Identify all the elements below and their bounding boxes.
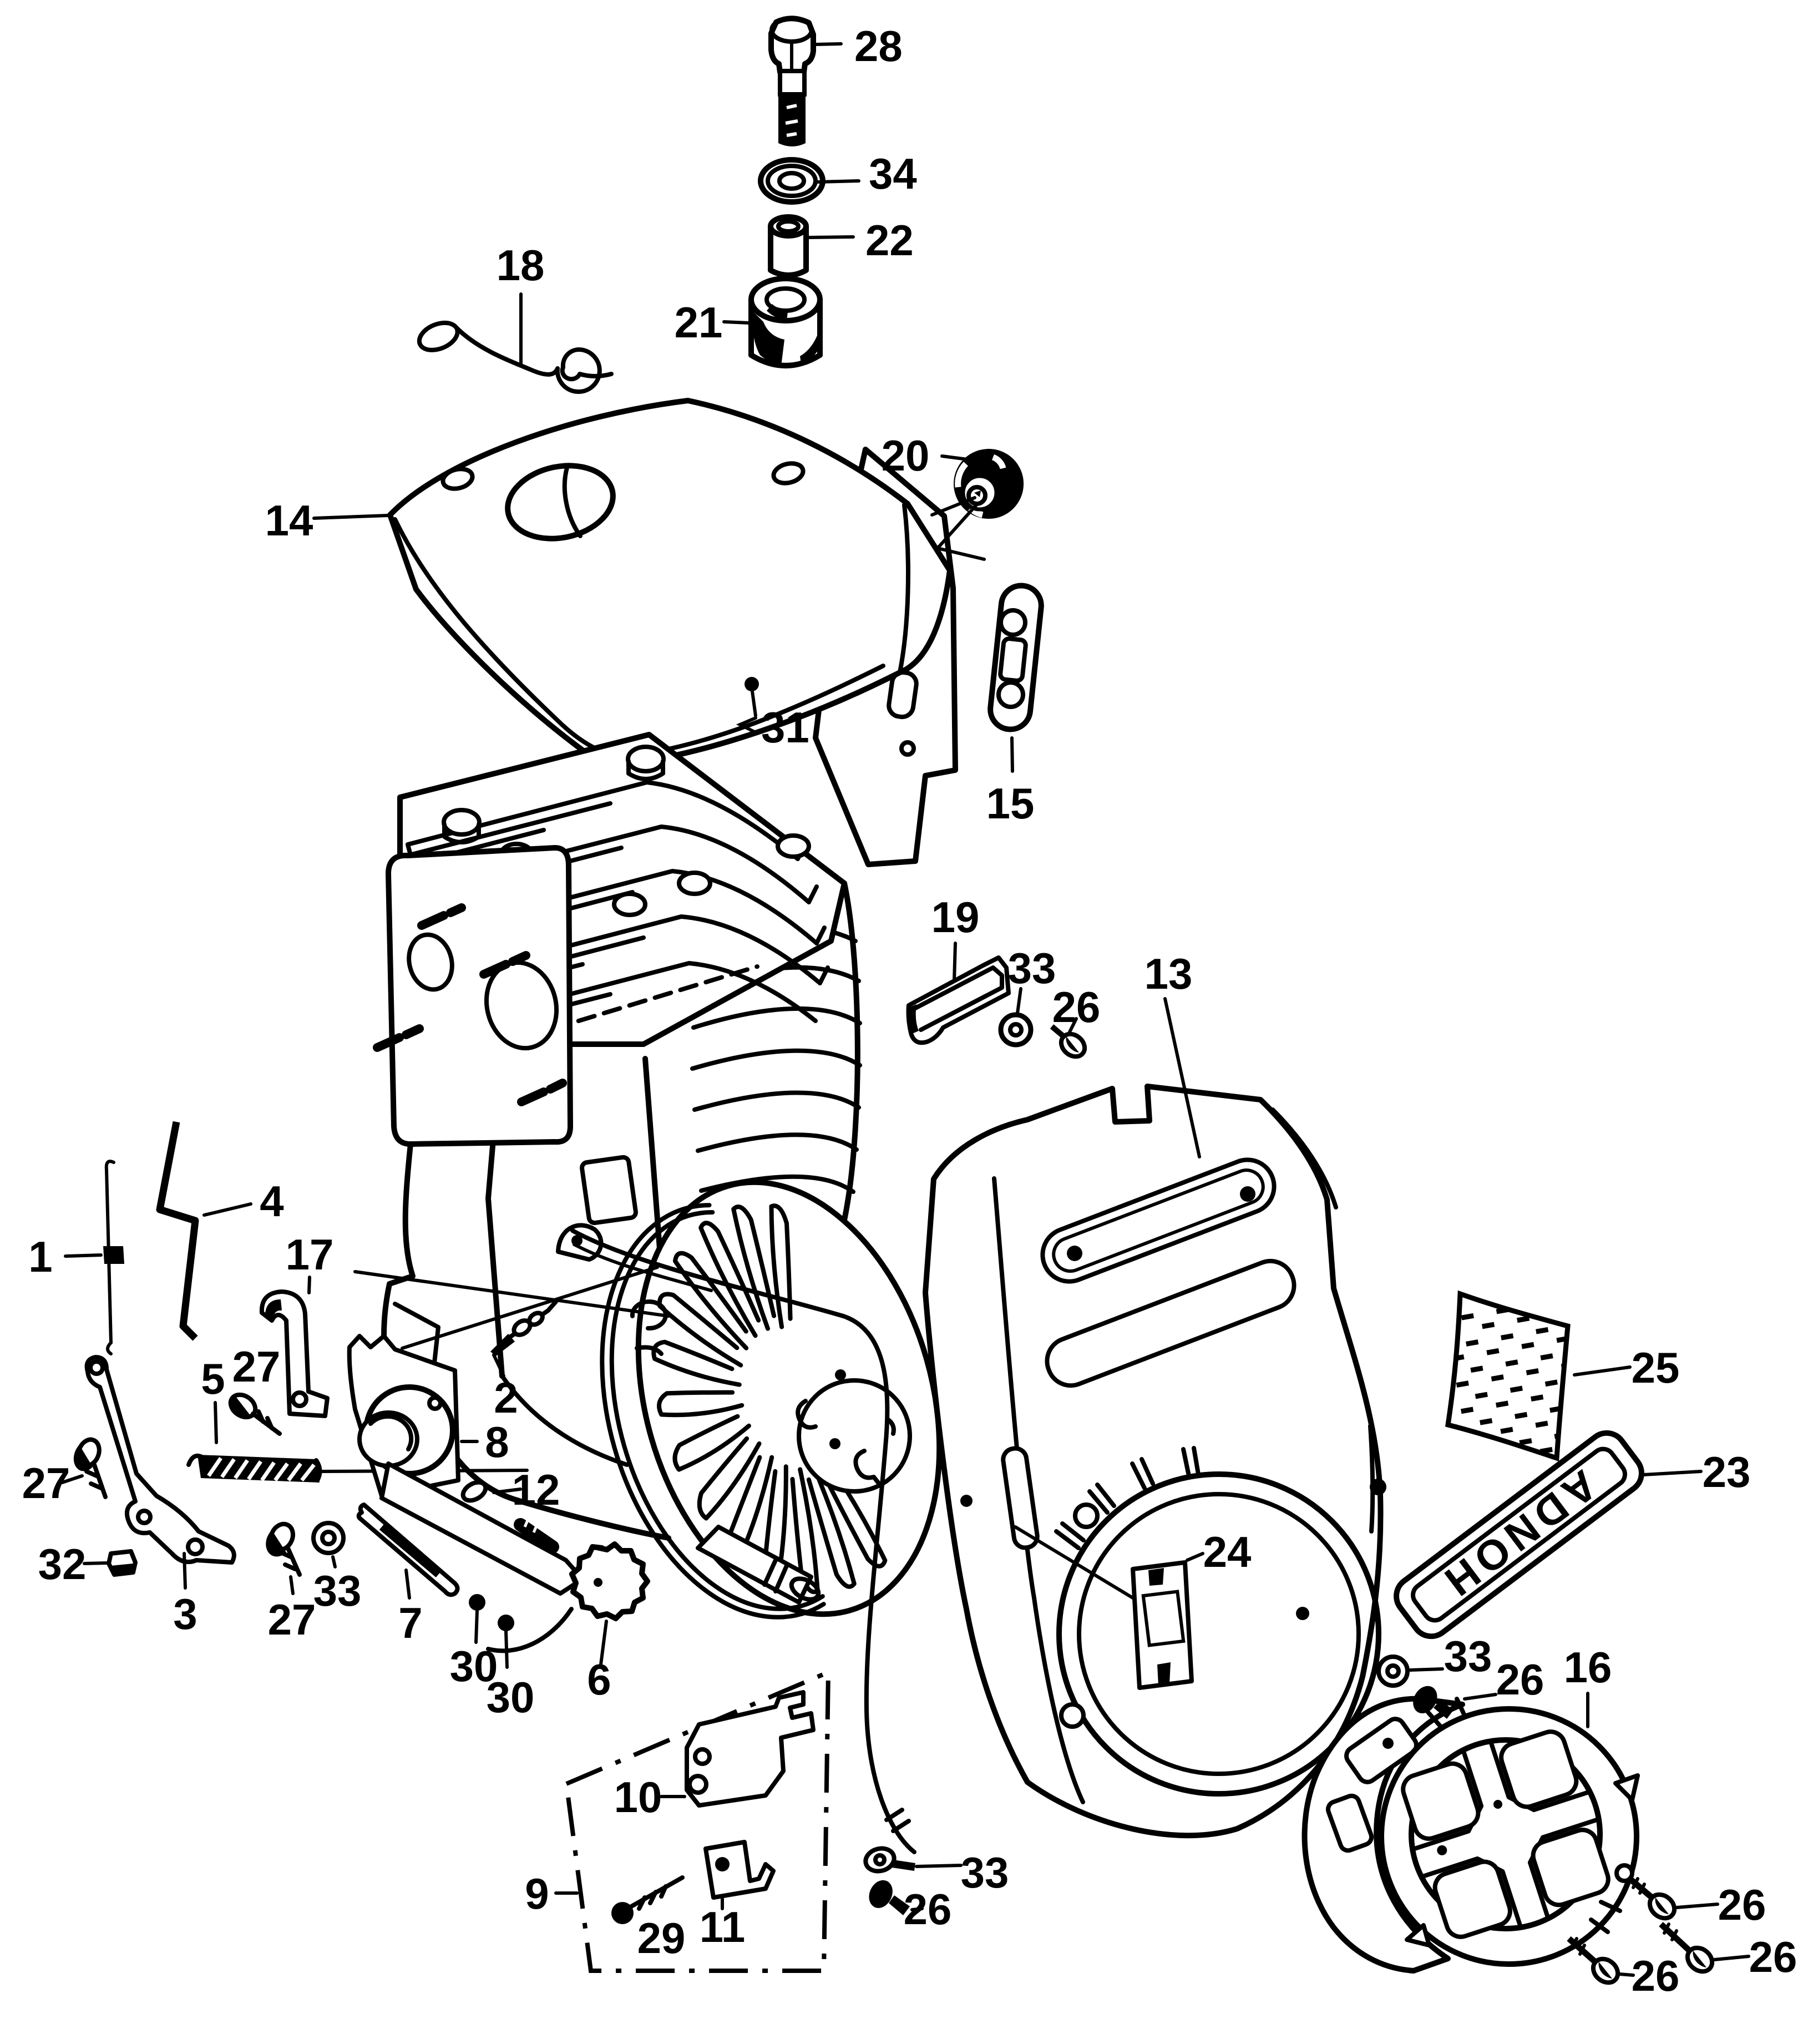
svg-text:19: 19 <box>931 893 980 942</box>
svg-text:26: 26 <box>1718 1880 1766 1929</box>
svg-text:33: 33 <box>313 1566 362 1615</box>
svg-text:26: 26 <box>1052 983 1101 1031</box>
svg-text:27: 27 <box>268 1595 316 1644</box>
svg-text:2: 2 <box>494 1373 518 1422</box>
svg-text:26: 26 <box>1632 1951 1680 2000</box>
svg-text:8: 8 <box>485 1418 509 1466</box>
svg-text:27: 27 <box>22 1459 70 1507</box>
svg-text:25: 25 <box>1632 1343 1680 1392</box>
svg-text:12: 12 <box>512 1465 560 1514</box>
svg-text:17: 17 <box>286 1230 334 1279</box>
svg-text:4: 4 <box>260 1177 283 1226</box>
svg-text:3: 3 <box>173 1590 197 1638</box>
svg-text:32: 32 <box>38 1540 87 1588</box>
svg-text:23: 23 <box>1703 1448 1751 1496</box>
svg-text:33: 33 <box>1444 1632 1492 1681</box>
svg-text:31: 31 <box>761 703 809 752</box>
svg-text:7: 7 <box>398 1598 422 1647</box>
svg-text:26: 26 <box>904 1885 952 1934</box>
svg-text:16: 16 <box>1564 1643 1612 1692</box>
svg-text:22: 22 <box>865 216 914 265</box>
svg-text:30: 30 <box>450 1642 498 1691</box>
svg-text:34: 34 <box>869 149 917 198</box>
svg-text:28: 28 <box>854 22 903 70</box>
svg-text:14: 14 <box>265 496 313 545</box>
svg-text:24: 24 <box>1203 1527 1252 1576</box>
svg-text:13: 13 <box>1144 949 1193 998</box>
svg-text:27: 27 <box>232 1342 281 1391</box>
svg-text:9: 9 <box>525 1869 549 1918</box>
svg-text:6: 6 <box>587 1655 611 1704</box>
svg-text:18: 18 <box>497 241 545 290</box>
svg-text:30: 30 <box>487 1673 535 1722</box>
svg-text:20: 20 <box>882 431 930 480</box>
svg-text:5: 5 <box>201 1354 225 1403</box>
svg-text:15: 15 <box>986 779 1035 828</box>
svg-text:10: 10 <box>614 1773 662 1822</box>
svg-text:33: 33 <box>1008 944 1056 993</box>
svg-text:26: 26 <box>1749 1932 1797 1981</box>
svg-text:1: 1 <box>28 1232 52 1281</box>
svg-text:11: 11 <box>700 1903 745 1951</box>
svg-text:33: 33 <box>961 1848 1009 1897</box>
svg-text:29: 29 <box>637 1914 686 1962</box>
svg-text:26: 26 <box>1496 1655 1544 1704</box>
svg-text:21: 21 <box>675 298 723 347</box>
